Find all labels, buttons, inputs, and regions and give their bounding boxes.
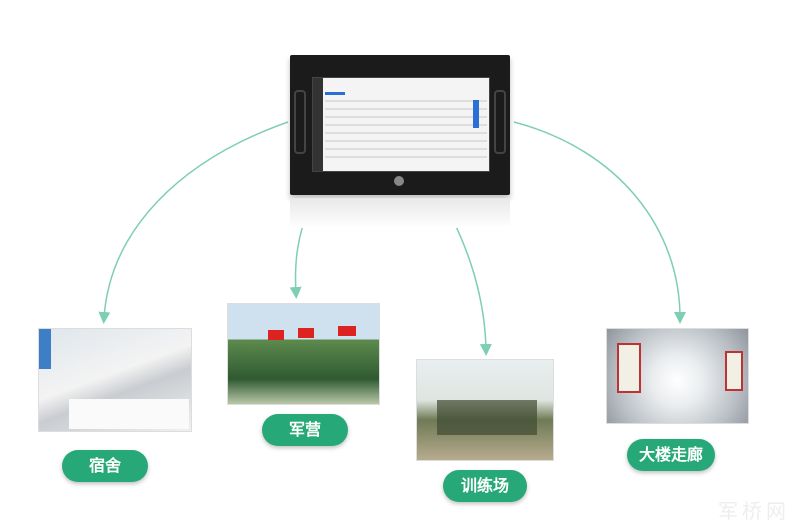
dormitory-photo [38, 328, 192, 432]
barracks-photo [227, 303, 380, 405]
rack-handle-left [294, 90, 306, 154]
label-training-ground: 训练场 [443, 470, 527, 502]
monitor-screen [312, 77, 490, 172]
server-rack-monitor [290, 55, 510, 195]
training-ground-photo [416, 359, 554, 461]
label-building-corridor: 大楼走廊 [627, 439, 715, 471]
arrow-to-corridor [513, 121, 686, 324]
label-dormitory: 宿舍 [62, 450, 148, 482]
corridor-photo [606, 328, 749, 424]
arrow-to-dormitory [98, 121, 289, 324]
watermark: 军桥网 [718, 499, 790, 523]
rack-handle-right [494, 90, 506, 154]
device-reflection [290, 198, 510, 228]
label-barracks: 军营 [262, 414, 348, 446]
screen-sidebar [313, 78, 323, 171]
